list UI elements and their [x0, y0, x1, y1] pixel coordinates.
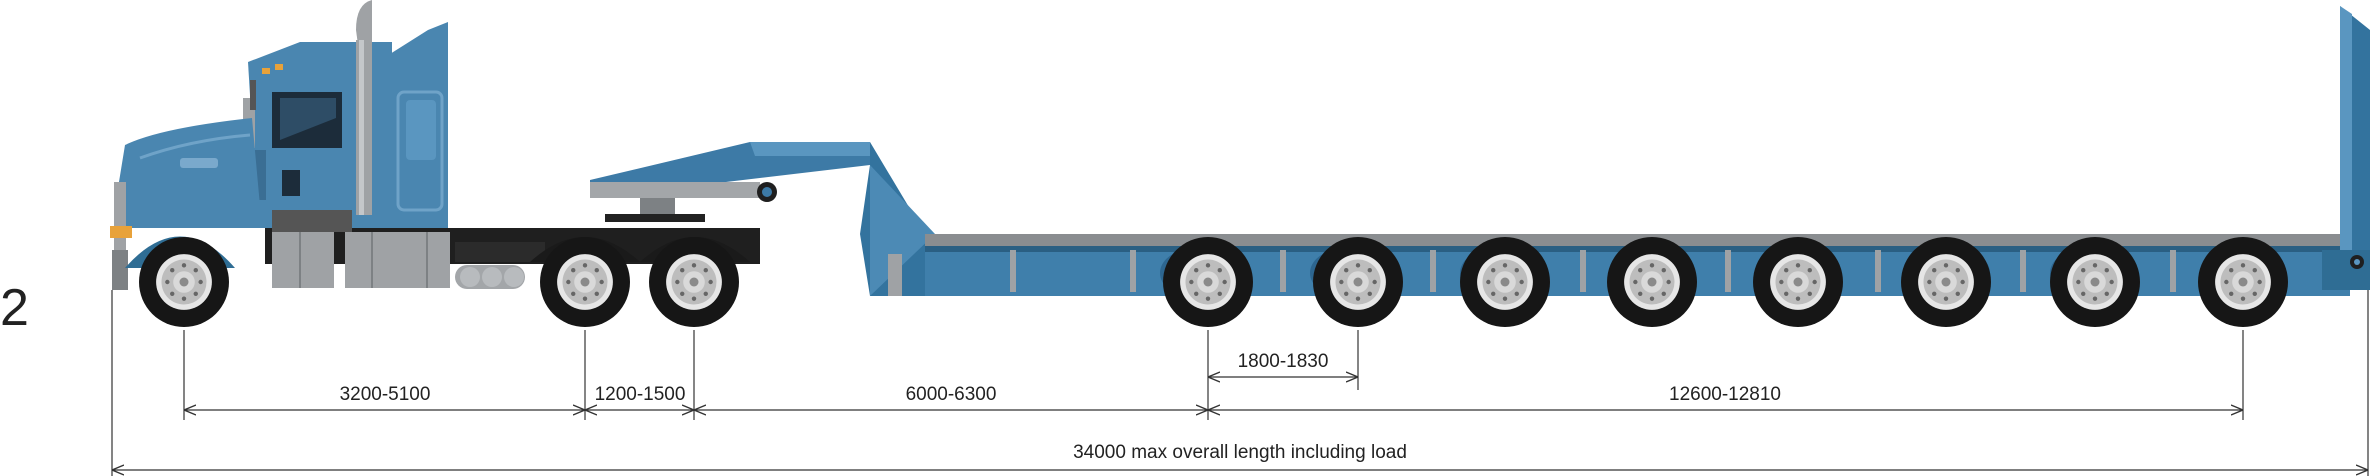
dim-label-5: 12600-12810 [1669, 384, 1781, 405]
row-number: 2 [0, 279, 29, 337]
dim-label-1: 3200-5100 [340, 384, 431, 405]
trailer-wheel-icon [1607, 237, 1697, 327]
trailer-wheel-icon [1460, 237, 1550, 327]
trailer-wheel-icon [1901, 237, 1991, 327]
dim-label-2: 1200-1500 [595, 384, 686, 405]
dimension-lines: 3200-5100 1200-1500 6000-6300 1800-1830 … [111, 290, 2369, 476]
trailer-wheel-icon [2198, 237, 2288, 327]
trailer-wheel-icon [1753, 237, 1843, 327]
drive-wheel-icon [540, 237, 630, 327]
dim-label-overall: 34000 max overall length including load [1073, 442, 1407, 463]
dim-label-4: 1800-1830 [1238, 351, 1329, 372]
trailer-wheel-icon [1313, 237, 1403, 327]
trailer-wheel-icon [2050, 237, 2140, 327]
dim-label-3: 6000-6300 [906, 384, 997, 405]
wheels [139, 237, 2288, 327]
trailer-wheel-icon [1163, 237, 1253, 327]
steer-wheel-icon [139, 237, 229, 327]
drive-wheel-icon [649, 237, 739, 327]
